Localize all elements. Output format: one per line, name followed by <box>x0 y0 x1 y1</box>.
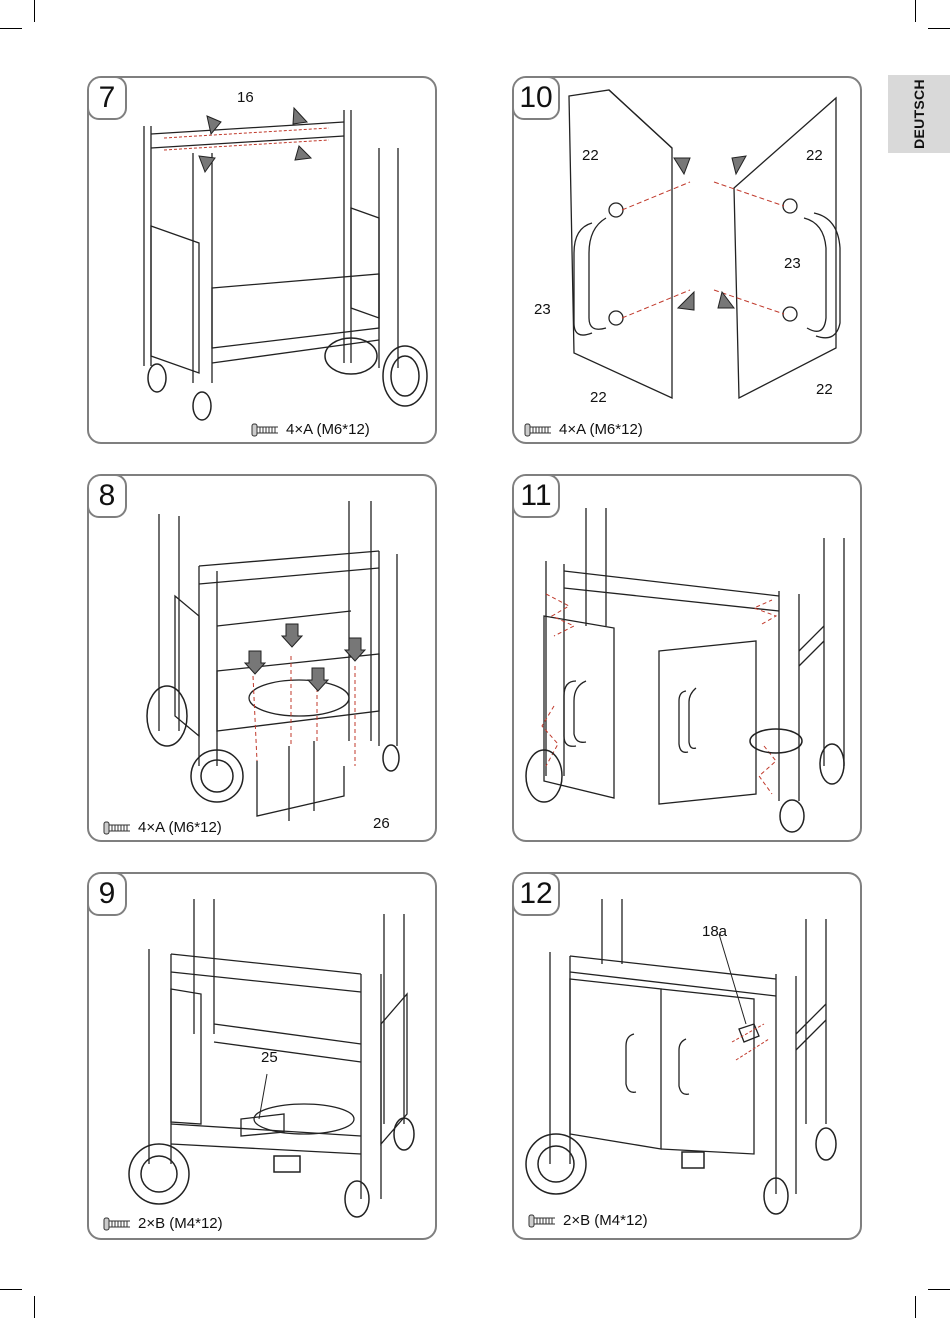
crop-mark <box>34 0 35 22</box>
door-mount-illustration <box>514 476 862 842</box>
step-panel-11: 11 <box>512 474 862 842</box>
callout-label: 22 <box>582 148 599 163</box>
language-tab: DEUTSCH <box>888 75 950 153</box>
screw-label: 2×B (M4*12) <box>138 1215 223 1232</box>
callout-label: 26 <box>373 816 390 831</box>
screw-icon <box>528 1214 556 1228</box>
crop-mark <box>928 1289 950 1290</box>
callout-label: 18a <box>702 924 727 939</box>
bottom-bracket-illustration <box>89 476 437 842</box>
crop-mark <box>0 1289 22 1290</box>
screw-icon <box>251 423 279 437</box>
door-handle-illustration <box>514 78 862 444</box>
crop-mark <box>34 1296 35 1318</box>
callout-label: 16 <box>237 90 254 105</box>
screw-label: 2×B (M4*12) <box>563 1212 648 1229</box>
step-panel-12: 12 18a 2×B ( <box>512 872 862 1240</box>
callout-label: 22 <box>806 148 823 163</box>
cart-frame-illustration <box>89 78 437 444</box>
screw-label: 4×A (M6*12) <box>138 819 222 836</box>
screw-icon <box>103 821 131 835</box>
callout-label: 25 <box>261 1050 278 1065</box>
screw-requirement: 4×A (M6*12) <box>251 421 370 438</box>
callout-label: 22 <box>816 382 833 397</box>
callout-label: 23 <box>534 302 551 317</box>
crop-mark <box>915 1296 916 1318</box>
language-label: DEUTSCH <box>911 79 927 149</box>
screw-requirement: 4×A (M6*12) <box>524 421 643 438</box>
step-panel-10: 10 22 22 23 23 22 22 <box>512 76 862 444</box>
screw-label: 4×A (M6*12) <box>286 421 370 438</box>
crop-mark <box>915 0 916 22</box>
callout-label: 23 <box>784 256 801 271</box>
magnet-catch-illustration <box>514 874 862 1240</box>
step-panel-8: 8 26 <box>87 474 437 842</box>
screw-requirement: 2×B (M4*12) <box>528 1212 648 1229</box>
screw-icon <box>103 1217 131 1231</box>
screw-icon <box>524 423 552 437</box>
callout-label: 22 <box>590 390 607 405</box>
step-panel-7: 7 <box>87 76 437 444</box>
screw-label: 4×A (M6*12) <box>559 421 643 438</box>
crop-mark <box>0 28 22 29</box>
step-panel-9: 9 25 2×B (M4*12) <box>87 872 437 1240</box>
crop-mark <box>928 28 950 29</box>
screw-requirement: 2×B (M4*12) <box>103 1215 223 1232</box>
screw-requirement: 4×A (M6*12) <box>103 819 222 836</box>
